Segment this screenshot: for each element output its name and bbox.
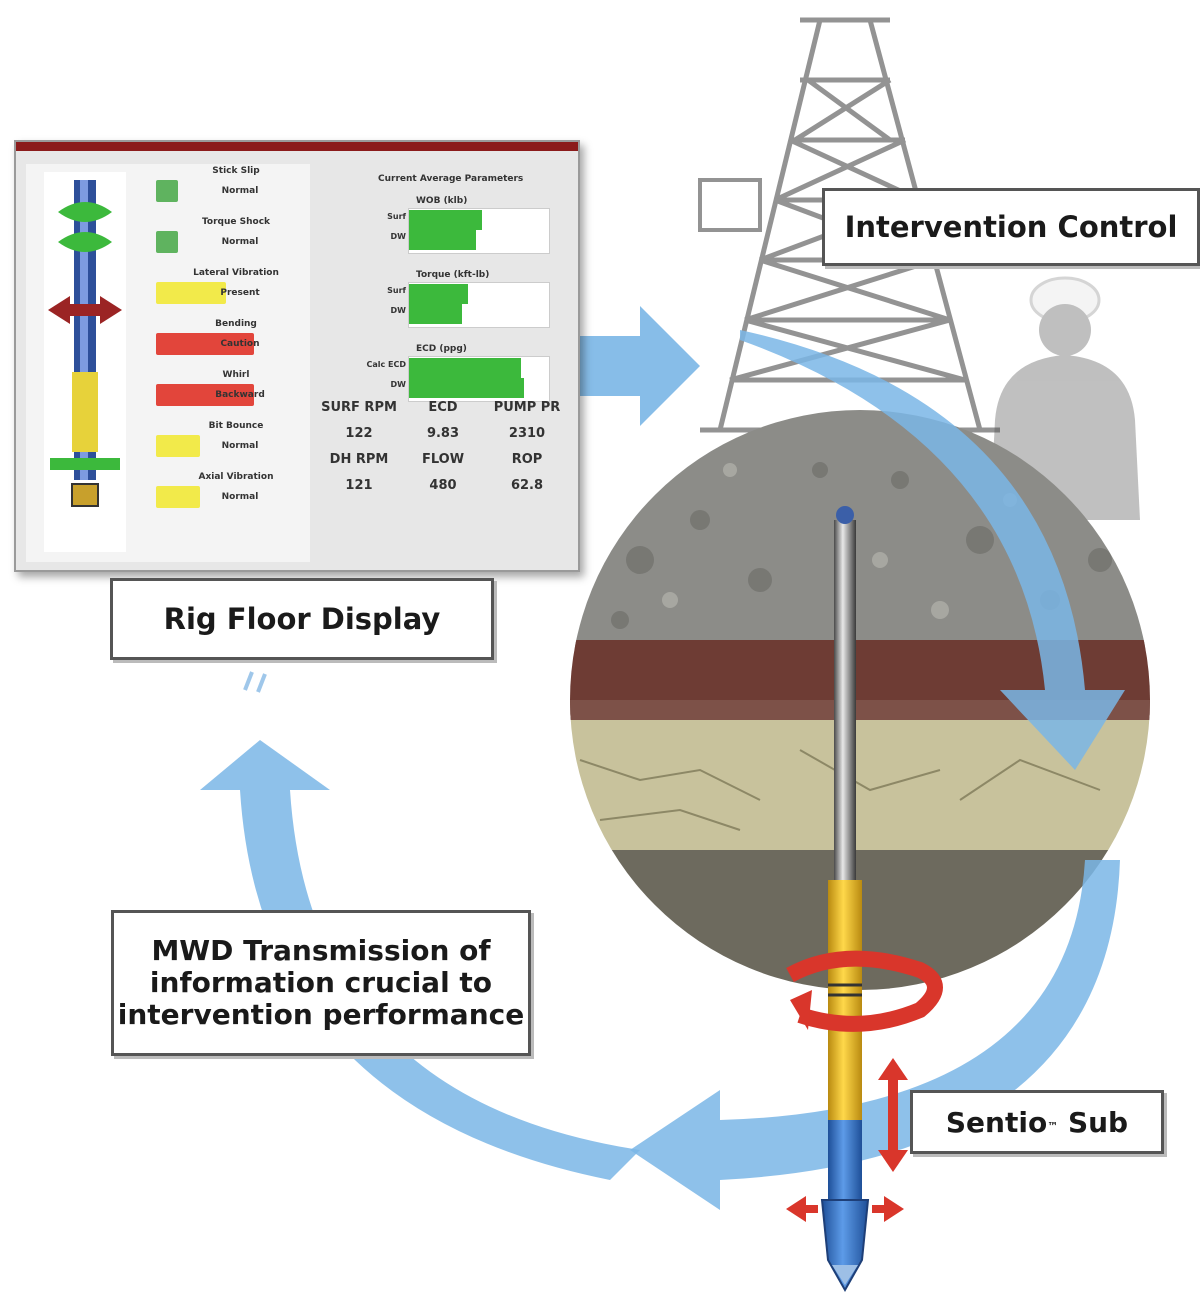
mwd-line-1: MWD Transmission of xyxy=(151,934,491,967)
indicator-status-swatch xyxy=(156,282,226,304)
grid-value-cell: 62.8 xyxy=(510,478,544,493)
indicator-status-value: Normal xyxy=(221,186,259,196)
grid-value-cell: 122 xyxy=(345,426,373,441)
lateral-vibration-arrow-icon xyxy=(786,1196,904,1222)
axial-vibration-arrow-icon xyxy=(878,1058,908,1172)
indicator-status-swatch xyxy=(156,231,178,253)
arrow-control-to-downhole xyxy=(740,330,1125,770)
bar-row-bar xyxy=(409,230,476,250)
indicator-status-value: Normal xyxy=(221,237,259,247)
arrow-sub-to-surface xyxy=(630,860,1120,1210)
indicator-label: Lateral Vibration xyxy=(193,268,279,278)
bar-group-title: WOB (klb) xyxy=(416,196,468,206)
bar-group-title: ECD (ppg) xyxy=(416,344,467,354)
indicator-status-value: Normal xyxy=(221,492,259,502)
indicator-status-swatch xyxy=(156,333,254,355)
trademark-mark: ™ xyxy=(1047,1119,1059,1133)
grid-header-cell: PUMP PR xyxy=(493,400,561,415)
grid-value-cell: 480 xyxy=(429,478,457,493)
bar-row-label: DW xyxy=(390,380,406,389)
grid-value-cell: 2310 xyxy=(508,426,546,441)
bar-row-label: DW xyxy=(390,232,406,241)
bar-row-bar xyxy=(409,304,462,324)
mwd-transmission-label: MWD Transmission of information crucial … xyxy=(111,910,531,1056)
indicator-status-value: Caution xyxy=(220,339,260,349)
grid-header-cell: ECD xyxy=(428,400,458,415)
mwd-line-2: information crucial to xyxy=(149,966,493,999)
bar-row-label: Calc ECD xyxy=(366,360,406,369)
grid-header-cell: SURF RPM xyxy=(321,400,397,415)
indicator-status-swatch xyxy=(156,486,200,508)
drill-string xyxy=(820,506,870,1293)
grid-header-cell: FLOW xyxy=(421,452,465,467)
drilling-derrick xyxy=(698,17,1000,433)
window-titlebar xyxy=(16,142,578,151)
grid-value-cell: 9.83 xyxy=(426,426,460,441)
bar-row-bar xyxy=(409,284,468,304)
indicator-label: Bending xyxy=(215,319,257,329)
rotation-arrow-icon xyxy=(786,950,943,1032)
mwd-line-3: intervention performance xyxy=(117,998,525,1031)
bha-tool-icon xyxy=(48,180,122,507)
intervention-control-label: Intervention Control xyxy=(822,188,1200,266)
grid-value-cell: 121 xyxy=(345,478,373,493)
indicator-label: Torque Shock xyxy=(201,217,271,227)
indicator-status-value: Present xyxy=(220,288,260,298)
signal-marks xyxy=(243,671,267,693)
bar-row-bar xyxy=(409,210,482,230)
bar-group-title: Torque (kft-lb) xyxy=(416,270,490,280)
indicator-status-swatch xyxy=(156,180,178,202)
sentio-name: Sentio xyxy=(945,1105,1048,1139)
indicator-status-swatch xyxy=(156,435,200,457)
rig-floor-display-label: Rig Floor Display xyxy=(110,578,494,660)
indicator-label: Axial Vibration xyxy=(198,472,274,482)
grid-header-cell: ROP xyxy=(511,452,543,467)
bar-row-bar xyxy=(409,378,524,398)
arrow-to-intervention-control xyxy=(578,306,700,426)
indicator-status-value: Backward xyxy=(215,390,265,400)
indicator-status-value: Normal xyxy=(221,441,259,451)
bar-row-label: Surf xyxy=(387,286,406,295)
indicator-label: Whirl xyxy=(222,370,250,380)
bar-row-bar xyxy=(409,358,521,378)
sentio-suffix: Sub xyxy=(1067,1105,1129,1139)
params-title: Current Average Parameters xyxy=(378,174,524,184)
indicator-label: Stick Slip xyxy=(212,166,260,176)
bar-row-label: Surf xyxy=(387,212,406,221)
indicator-label: Bit Bounce xyxy=(208,421,264,431)
tool-graphic xyxy=(44,172,126,552)
bar-row-label: DW xyxy=(390,306,406,315)
grid-header-cell: DH RPM xyxy=(329,452,389,467)
indicator-status-swatch xyxy=(156,384,254,406)
